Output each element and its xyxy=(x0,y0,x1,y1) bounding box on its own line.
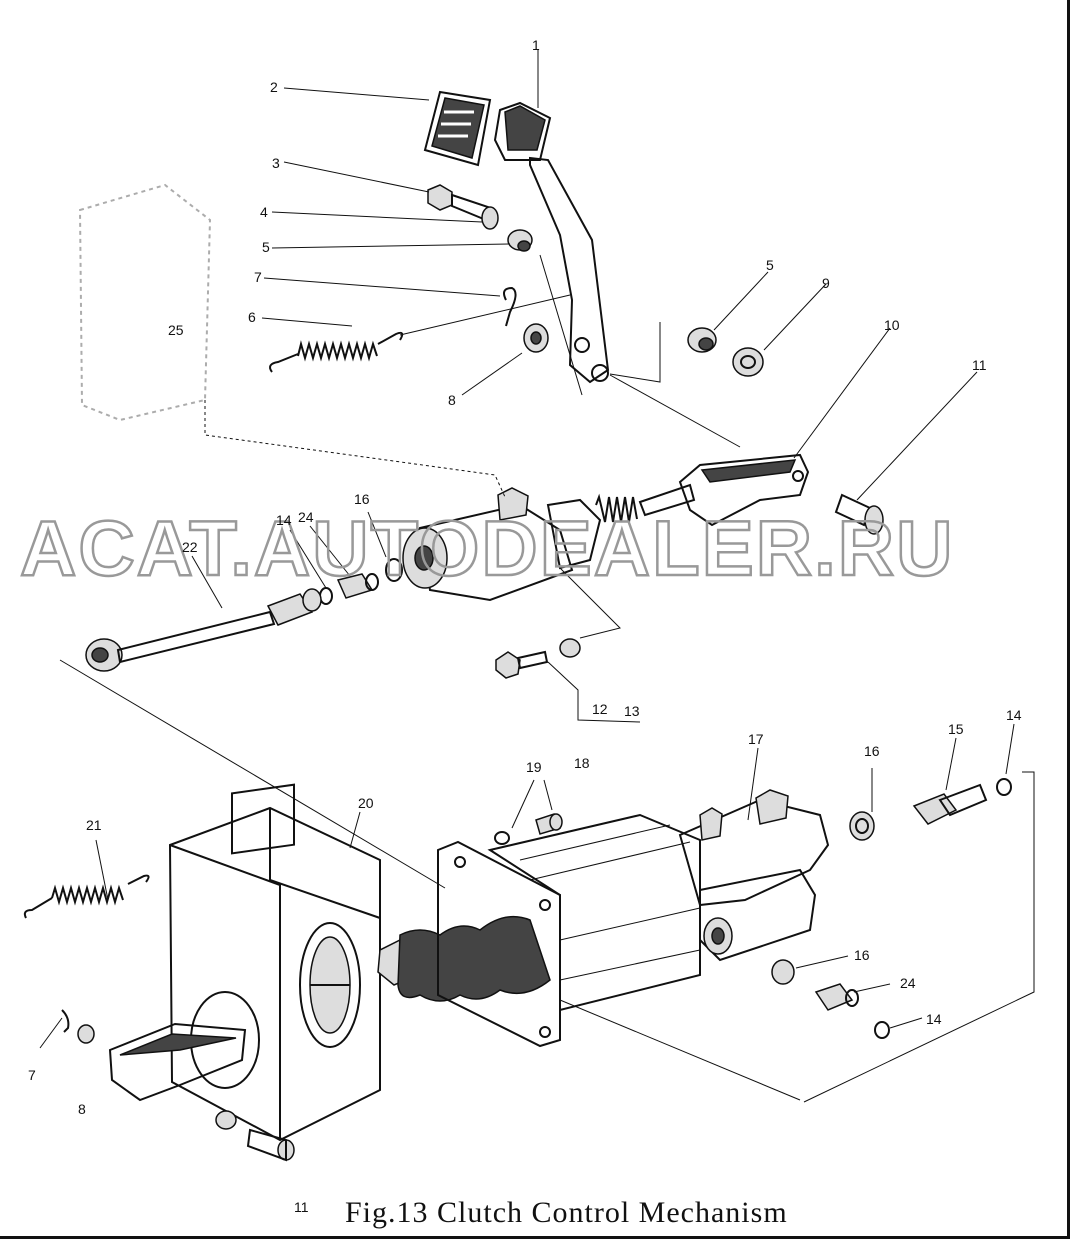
cotter-pin-part-7 xyxy=(503,286,517,327)
callout-14: 14 xyxy=(276,512,292,528)
callout-10: 10 xyxy=(884,317,900,333)
clevis-part-lower xyxy=(108,1022,247,1102)
callout-8: 8 xyxy=(448,392,456,408)
pin-part-11a xyxy=(834,493,884,535)
callout-17: 17 xyxy=(748,731,764,747)
nut-part-9 xyxy=(732,347,764,377)
nut-part-8a xyxy=(523,323,549,353)
clevis-part-10 xyxy=(678,453,810,527)
bushing-part-5a xyxy=(507,229,533,252)
screw-part-18 xyxy=(535,813,563,835)
pedal-pad-part-2 xyxy=(423,90,492,167)
ring-part-14c xyxy=(874,1021,890,1039)
callout-3: 3 xyxy=(272,155,280,171)
fitting-part-24a xyxy=(336,573,379,599)
callout-6: 6 xyxy=(248,309,256,325)
callout-5: 5 xyxy=(262,239,270,255)
cotter-pin-part-7b xyxy=(61,1009,70,1033)
callout-16: 16 xyxy=(354,491,370,507)
callout-12: 12 xyxy=(592,701,608,717)
spring-part-21 xyxy=(23,874,150,919)
callout-19: 19 xyxy=(526,759,542,775)
washer-part-8b xyxy=(77,1024,95,1044)
bolt-part-3 xyxy=(427,184,490,222)
bolt-part-12 xyxy=(495,650,549,679)
figure-caption: Fig.13 Clutch Control Mechanism xyxy=(345,1196,788,1229)
washer-part-4 xyxy=(481,206,499,230)
callout-13: 13 xyxy=(624,703,640,719)
callout-20: 20 xyxy=(358,795,374,811)
callout-5-right: 5 xyxy=(766,257,774,273)
booster-part-17 xyxy=(437,789,830,1048)
callout-14-lower: 14 xyxy=(1006,707,1022,723)
spring-part-6 xyxy=(269,331,404,373)
callout-24-lower: 24 xyxy=(900,975,916,991)
callout-7: 7 xyxy=(254,269,262,285)
callout-16-bottom: 16 xyxy=(854,947,870,963)
callout-11: 11 xyxy=(972,357,987,373)
callouts: 1 2 3 4 5 5 6 7 8 9 10 11 25 16 14 24 22… xyxy=(28,37,1022,1215)
bracket-part-20 xyxy=(168,783,381,1142)
nut-part-lower xyxy=(215,1110,237,1130)
callout-16-lower: 16 xyxy=(864,743,880,759)
callout-11-lower: 11 xyxy=(294,1199,309,1215)
callout-7-lower: 7 xyxy=(28,1067,36,1083)
callout-8-lower: 8 xyxy=(78,1101,86,1117)
seal-part-16b xyxy=(849,811,875,841)
callout-25: 25 xyxy=(168,322,184,338)
leader-lines xyxy=(39,50,1035,1103)
bushing-part-5b xyxy=(687,327,717,353)
callout-21: 21 xyxy=(86,817,102,833)
boot-part xyxy=(377,915,551,1002)
pedal-lever-part-1 xyxy=(493,101,610,384)
bracket-sketch-part-25 xyxy=(78,183,212,422)
ring-part-14b xyxy=(996,778,1012,796)
washer-part-13 xyxy=(559,638,581,658)
washer-part-19 xyxy=(494,831,510,845)
fitting-part-15 xyxy=(912,783,988,825)
callout-24: 24 xyxy=(298,509,314,525)
callout-2: 2 xyxy=(270,79,278,95)
callout-14-bottom: 14 xyxy=(926,1011,942,1027)
fitting-part-24b xyxy=(814,983,859,1011)
seal-part-16c xyxy=(771,959,795,985)
watermark: ACAT.AUTODEALER.RU xyxy=(20,504,954,592)
callout-4: 4 xyxy=(260,204,268,220)
master-cylinder xyxy=(402,483,696,602)
callout-15: 15 xyxy=(948,721,964,737)
hose-part-22 xyxy=(85,588,322,672)
callout-18: 18 xyxy=(574,755,590,771)
seal-part-16a xyxy=(385,558,403,582)
callout-1: 1 xyxy=(532,37,540,53)
callout-22: 22 xyxy=(182,539,198,555)
callout-9: 9 xyxy=(822,275,830,291)
pin-part-11b xyxy=(246,1128,295,1162)
